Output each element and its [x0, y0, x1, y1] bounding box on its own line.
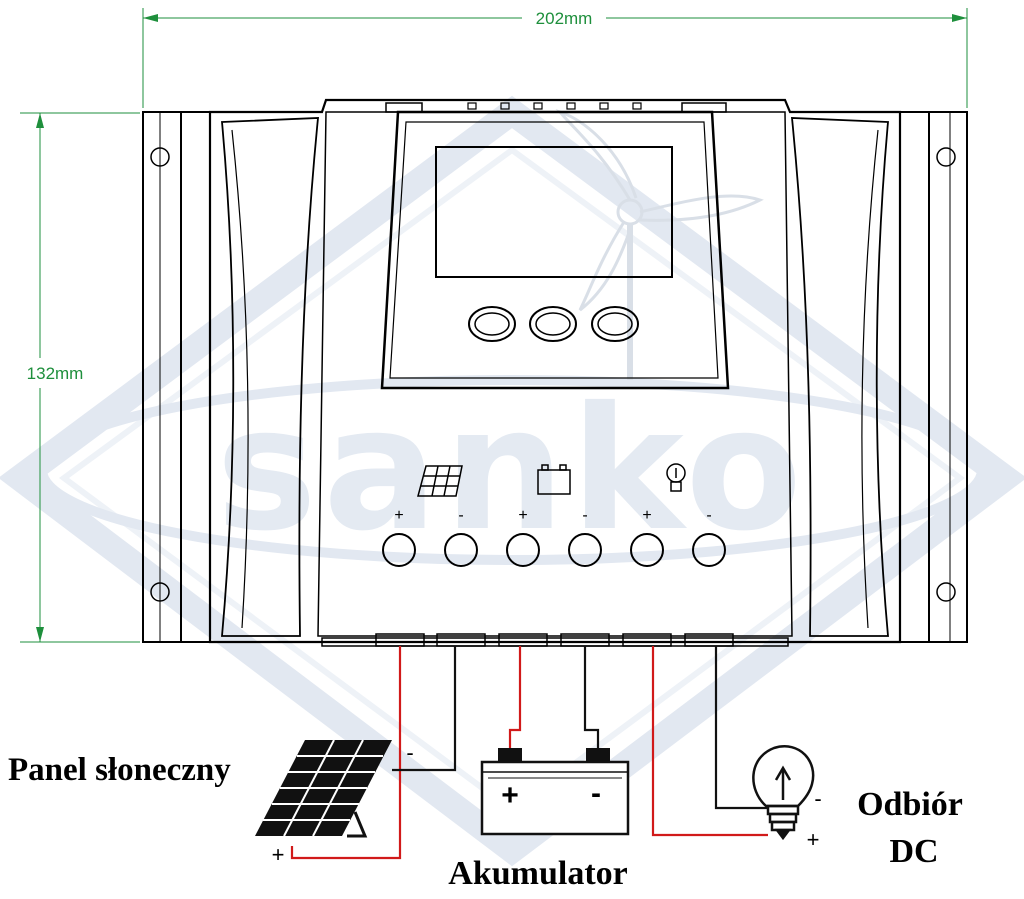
load-plus-sign: + — [807, 827, 820, 852]
lcd-display — [435, 146, 673, 278]
battery-negative-wire — [583, 646, 600, 748]
load-negative-wire — [714, 646, 768, 810]
panel-plus-sign: + — [272, 842, 285, 867]
terminal-sign: - — [582, 507, 587, 524]
panel-negative-wire — [392, 646, 457, 772]
battery-minus-sign: - — [591, 777, 601, 810]
terminal-sign: + — [642, 507, 651, 524]
terminal-screw — [444, 533, 478, 567]
height-dimension: 132mm — [20, 112, 140, 643]
terminal-sign: - — [458, 507, 463, 524]
load-label-line2: DC — [889, 833, 938, 870]
down-button — [591, 306, 639, 342]
solar-panel-label: Panel słoneczny — [8, 752, 231, 788]
terminal-screw — [630, 533, 664, 567]
display-buttons — [468, 306, 639, 342]
mounting-hole-icon — [936, 582, 956, 602]
bulb-icon — [666, 463, 686, 492]
terminal-signs: + - + - + - — [394, 507, 711, 524]
battery: + - — [480, 748, 630, 836]
mounting-hole-icon — [936, 147, 956, 167]
watermark: sanko — [0, 95, 1024, 867]
load-minus-sign: - — [814, 786, 821, 811]
terminal-screw — [568, 533, 602, 567]
panel-minus-sign: - — [406, 740, 413, 765]
wind-turbine-icon — [555, 108, 764, 380]
terminal-sign: - — [706, 507, 711, 524]
solar-panel-icon — [255, 739, 392, 838]
width-label: 202mm — [536, 9, 593, 28]
battery-plus-sign: + — [501, 779, 519, 812]
terminal-sign: + — [394, 507, 403, 524]
battery-label: Akumulator — [448, 855, 627, 892]
load-positive-wire — [651, 646, 768, 837]
terminal-screw — [382, 533, 416, 567]
panel-positive-wire — [290, 646, 402, 860]
terminal-screw — [692, 533, 726, 567]
terminal-sign: + — [518, 507, 527, 524]
mounting-hole-icon — [150, 582, 170, 602]
solar-panel-icon — [417, 465, 463, 497]
bulb-icon — [752, 745, 815, 841]
battery-positive-wire — [508, 646, 522, 748]
height-label: 132mm — [27, 364, 84, 383]
watermark-text: sanko — [216, 371, 808, 569]
menu-button — [468, 306, 516, 342]
width-dimension: 202mm — [142, 8, 968, 108]
load-label-line1: Odbiór — [857, 786, 963, 823]
mounting-hole-icon — [150, 147, 170, 167]
charge-controller — [142, 98, 968, 647]
battery-icon — [537, 464, 571, 495]
terminal-screw — [506, 533, 540, 567]
up-button — [529, 306, 577, 342]
wires — [290, 646, 768, 860]
